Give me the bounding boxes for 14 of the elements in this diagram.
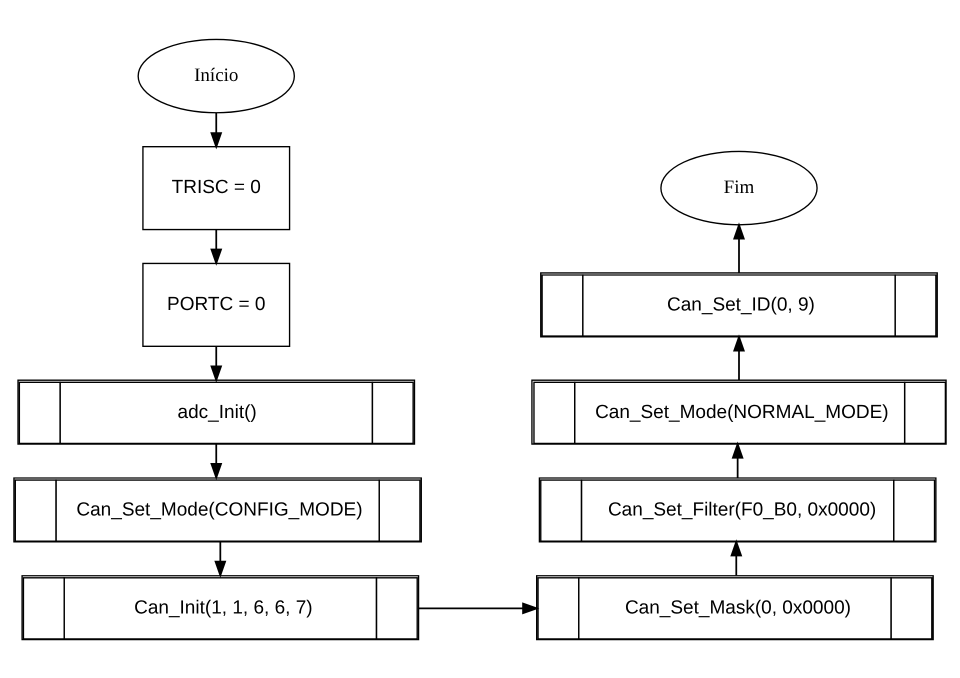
arrow	[210, 346, 222, 382]
arrow	[210, 229, 222, 266]
node-box: PORTC = 0	[142, 262, 290, 346]
node-ellipse: Fim	[660, 150, 818, 225]
arrow	[732, 440, 744, 477]
arrow	[210, 444, 222, 480]
arrow	[730, 538, 742, 575]
arrow	[733, 334, 745, 380]
node-ellipse: Início	[138, 38, 295, 113]
node-box: TRISC = 0	[142, 146, 290, 230]
arrow	[418, 602, 540, 614]
arrow	[210, 112, 222, 149]
arrow	[733, 222, 745, 272]
arrow	[214, 541, 226, 578]
